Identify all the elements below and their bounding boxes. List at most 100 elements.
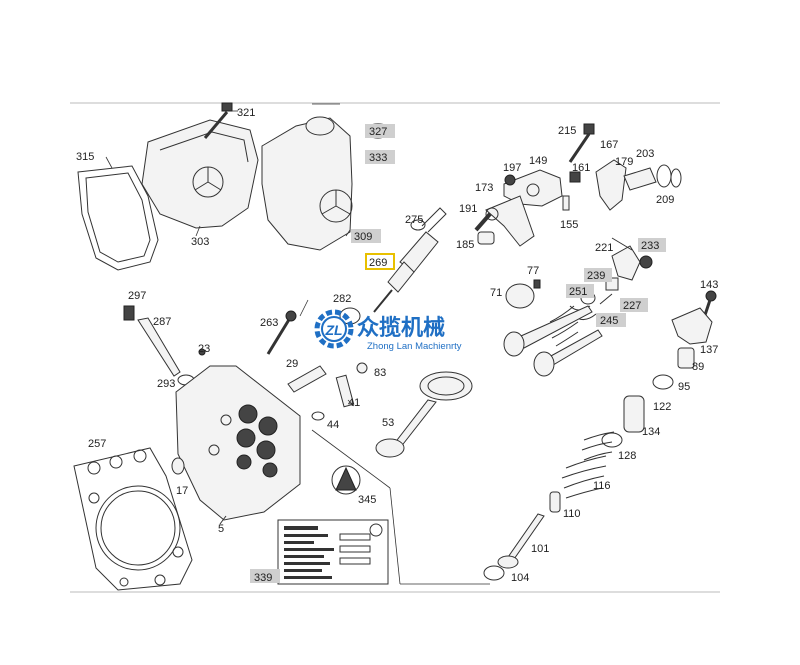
callout-110[interactable]: 110 [563,508,581,520]
callout-83[interactable]: 83 [374,367,386,379]
callout-167[interactable]: 167 [600,139,618,151]
gear-logo-icon: ZL [314,309,354,349]
valve-head-245-part [533,351,555,377]
injector-269-part [373,207,447,313]
callout-173[interactable]: 173 [475,182,493,194]
callout-89[interactable]: 89 [692,361,704,373]
callout-191[interactable]: 191 [459,203,477,215]
callout-95[interactable]: 95 [678,381,690,393]
rocker-137-part [671,307,713,345]
screw-191-part [474,212,492,232]
valve-spring-128-part [581,431,615,461]
data-plate-339-part [277,519,389,585]
callout-185[interactable]: 185 [456,239,474,251]
callout-245[interactable]: 245 [600,315,618,327]
callout-23[interactable]: 23 [198,343,210,355]
callout-345[interactable]: 345 [358,494,376,506]
company-name-en: Zhong Lan Machienrty [367,341,462,352]
callout-269[interactable]: 269 [369,257,387,269]
callout-104[interactable]: 104 [511,572,529,584]
pin-227-part [599,293,613,305]
rod-287-part [123,305,181,377]
nut-233-part [639,255,653,269]
bushing-185-part [477,231,495,245]
valve-spring-116-part [561,455,607,499]
callout-309[interactable]: 309 [354,231,372,243]
valve-head-part [503,331,525,357]
seal-95-part [652,374,674,390]
seal-275-part [410,219,426,231]
callout-275[interactable]: 275 [405,214,423,226]
callout-128[interactable]: 128 [618,450,636,462]
rocker-arm-149-part [485,169,563,247]
callout-149[interactable]: 149 [529,155,547,167]
callout-17[interactable]: 17 [176,485,188,497]
callout-5[interactable]: 5 [218,523,224,535]
label-bg-251 [566,284,594,298]
callout-137[interactable]: 137 [700,344,718,356]
label-bg-245 [596,313,626,327]
sleeve-17-part [171,457,185,475]
callout-339[interactable]: 339 [254,572,272,584]
callout-297[interactable]: 297 [128,290,146,302]
valve-cover-303-part [141,119,259,229]
callout-221[interactable]: 221 [595,242,613,254]
callout-101[interactable]: 101 [531,543,549,555]
callout-155[interactable]: 155 [560,219,578,231]
head-gasket-257-part [73,447,193,591]
leader-5 [219,515,227,525]
shaft-179-part [623,167,657,191]
callout-233[interactable]: 233 [641,240,659,252]
nut-197-part [504,174,516,186]
cylinder-head-5-part [175,365,301,521]
guide-110-part [549,491,561,513]
callout-239[interactable]: 239 [587,270,605,282]
pin-161-part [569,171,581,183]
callout-116[interactable]: 116 [593,480,611,492]
callout-71[interactable]: 71 [490,287,502,299]
callout-209[interactable]: 209 [656,194,674,206]
label-bg-269-selected [365,253,395,270]
callout-315[interactable]: 315 [76,151,94,163]
label-bg-327 [365,124,395,138]
callout-257[interactable]: 257 [88,438,106,450]
callout-293[interactable]: 293 [157,378,175,390]
valve-cover-gasket-part [77,165,159,271]
key-77-part [533,279,541,289]
label-bg-233 [638,238,666,252]
callout-282[interactable]: 282 [333,293,351,305]
callout-197[interactable]: 197 [503,162,521,174]
retainer-71-part [505,283,535,309]
callout-179[interactable]: 179 [615,156,633,168]
callout-203[interactable]: 203 [636,148,654,160]
callout-303[interactable]: 303 [191,236,209,248]
valve-53-part [375,371,473,458]
callout-251[interactable]: 251 [569,286,587,298]
bolt-215-part [568,123,595,163]
company-watermark: ZL 众揽机械 Zhong Lan Machienrty [314,309,462,352]
leader-233 [611,237,633,251]
callout-29[interactable]: 29 [286,358,298,370]
guide-41-part [335,374,355,408]
callout-215[interactable]: 215 [558,125,576,137]
callout-122[interactable]: 122 [653,401,671,413]
callout-44[interactable]: 44 [327,419,339,431]
guide-122-part [623,395,645,433]
callout-134[interactable]: 134 [642,426,660,438]
callout-327[interactable]: 327 [369,126,387,138]
callout-227[interactable]: 227 [623,300,641,312]
callout-77[interactable]: 77 [527,265,539,277]
callout-321[interactable]: 321 [237,107,255,119]
callout-53[interactable]: 53 [382,417,394,429]
tappet-89-part [677,347,695,369]
callout-333[interactable]: 333 [369,152,387,164]
sleeve-29-part [287,365,327,393]
callout-41[interactable]: 41 [348,397,360,409]
valve-cover-309-part [261,116,353,251]
callout-263[interactable]: 263 [260,317,278,329]
callout-143[interactable]: 143 [700,279,718,291]
callout-161[interactable]: 161 [572,162,590,174]
callout-287[interactable]: 287 [153,316,171,328]
